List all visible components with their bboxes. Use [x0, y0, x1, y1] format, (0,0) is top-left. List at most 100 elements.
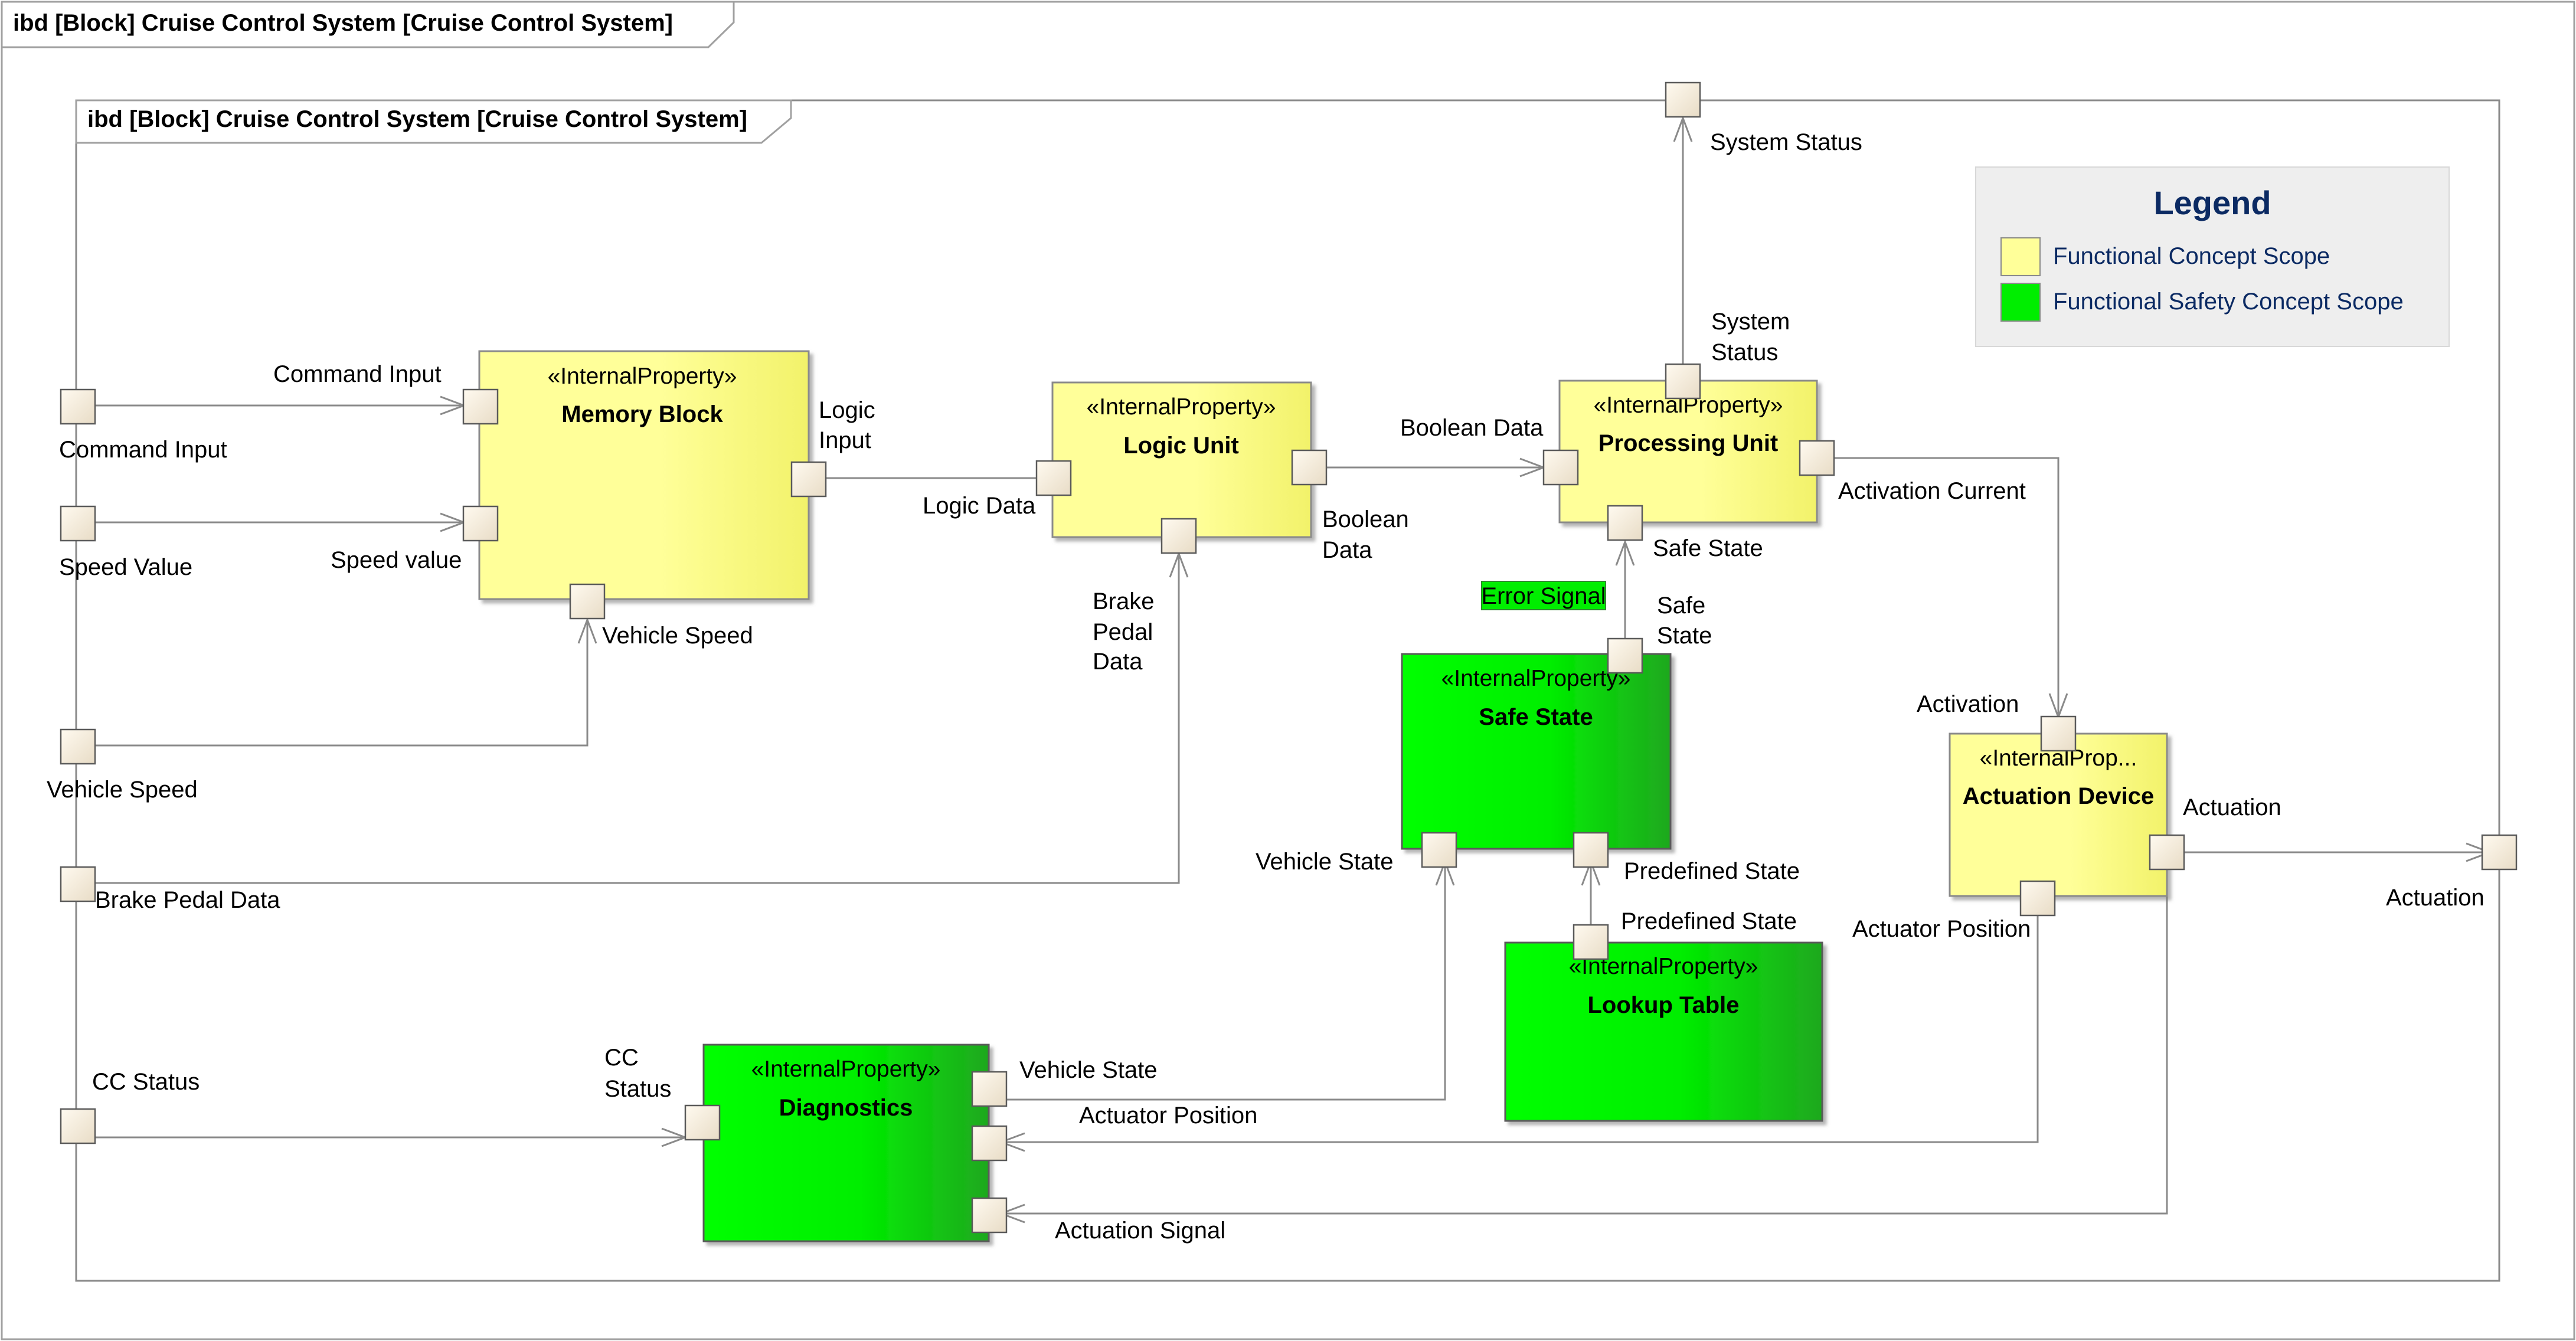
label-brake-pedal-data-in-2: Pedal: [1093, 619, 1153, 645]
block-name: Memory Block: [561, 401, 723, 427]
port-brake-pedal-data-boundary[interactable]: [60, 866, 96, 902]
label-command-input-ext: Command Input: [59, 437, 227, 463]
port-speed-value-boundary[interactable]: [60, 505, 96, 542]
label-safe-state-ss-2: State: [1657, 623, 1712, 649]
legend-item-functional: Functional Concept Scope: [2053, 243, 2330, 269]
label-actuation-signal-diag: Actuation Signal: [1055, 1218, 1225, 1244]
block-logic-unit[interactable]: «InternalProperty» Logic Unit: [1051, 381, 1312, 538]
port-actuation-actuator-position[interactable]: [2019, 880, 2056, 917]
label-brake-pedal-data-in-1: Brake: [1093, 588, 1155, 614]
inner-frame-title: ibd [Block] Cruise Control System [Cruis…: [87, 106, 747, 132]
label-speed-value-ext: Speed Value: [59, 554, 192, 580]
legend-swatch-functional: [2000, 237, 2041, 276]
port-vehicle-speed-boundary[interactable]: [60, 728, 96, 765]
port-processing-safe-state[interactable]: [1607, 505, 1643, 541]
port-diagnostics-cc-status[interactable]: [684, 1104, 721, 1141]
port-memory-command-input[interactable]: [462, 388, 499, 425]
connector-brake-pedal-data: [95, 554, 1180, 884]
block-stereotype: «InternalProperty»: [548, 364, 737, 389]
port-logic-logic-data[interactable]: [1035, 460, 1072, 496]
port-system-status-boundary[interactable]: [1665, 81, 1701, 118]
connector-actuator-position: [1001, 898, 2039, 1143]
block-actuation-device[interactable]: «InternalProp... Actuation Device: [1949, 732, 2168, 897]
port-actuation-boundary[interactable]: [2481, 834, 2518, 871]
label-system-status-in-1: System: [1711, 309, 1790, 335]
port-processing-activation-current[interactable]: [1799, 440, 1835, 476]
block-memory-block[interactable]: «InternalProperty» Memory Block: [478, 350, 810, 600]
label-activation-current: Activation Current: [1838, 478, 2026, 504]
label-cc-status-in-1: CC: [604, 1045, 639, 1071]
label-speed-value-in: Speed value: [331, 547, 462, 573]
port-logic-boolean-data[interactable]: [1291, 449, 1328, 486]
label-brake-pedal-data-ext: Brake Pedal Data: [95, 887, 280, 913]
port-diagnostics-actuator-position[interactable]: [971, 1125, 1008, 1162]
port-labels: Command Input Command Input Speed Value …: [47, 129, 2485, 1244]
label-safe-state-pu: Safe State: [1653, 535, 1763, 561]
connectors: [95, 115, 2493, 1224]
label-cc-status-ext: CC Status: [92, 1069, 200, 1095]
legend: Legend Functional Concept Scope Function…: [1975, 166, 2450, 347]
port-cc-status-boundary[interactable]: [60, 1108, 96, 1144]
label-system-status-ext: System Status: [1710, 129, 1862, 155]
block-stereotype: «InternalProperty»: [1087, 394, 1276, 420]
label-cc-status-in-2: Status: [604, 1076, 671, 1102]
block-name: Processing Unit: [1598, 430, 1779, 456]
port-processing-system-status[interactable]: [1665, 363, 1701, 400]
label-boolean-data-in: Boolean Data: [1400, 415, 1544, 441]
label-actuation-out: Actuation: [2183, 794, 2281, 820]
port-safestate-safe-state[interactable]: [1607, 637, 1643, 674]
block-name: Logic Unit: [1123, 433, 1239, 459]
label-vehicle-state-diag: Vehicle State: [1019, 1057, 1158, 1083]
block-safe-state[interactable]: «InternalProperty» Safe State: [1401, 653, 1672, 850]
port-actuation-actuation[interactable]: [2149, 834, 2185, 871]
label-activation: Activation: [1917, 691, 2019, 717]
port-processing-boolean-data[interactable]: [1542, 449, 1579, 486]
label-vehicle-state-ss: Vehicle State: [1256, 849, 1394, 875]
connector-activation-current: [1829, 457, 2060, 717]
port-memory-logic-input[interactable]: [790, 461, 827, 498]
error-signal-badge: Error Signal: [1481, 581, 1606, 610]
label-system-status-in-2: Status: [1711, 339, 1778, 365]
legend-item-safety: Functional Safety Concept Scope: [2053, 289, 2404, 315]
connector-actuation-signal: [1001, 863, 2168, 1215]
block-name: Lookup Table: [1587, 992, 1739, 1018]
port-actuation-activation[interactable]: [2040, 715, 2077, 752]
block-name: Actuation Device: [1963, 783, 2155, 809]
port-memory-speed-value[interactable]: [462, 505, 499, 542]
label-actuator-position-diag: Actuator Position: [1079, 1103, 1257, 1129]
block-stereotype: «InternalProperty»: [1441, 666, 1631, 691]
label-logic-input-2: Input: [819, 427, 871, 453]
label-boolean-data-out-2: Data: [1322, 537, 1372, 563]
port-safestate-vehicle-state[interactable]: [1421, 832, 1457, 868]
port-safestate-predefined-state[interactable]: [1573, 832, 1609, 868]
label-actuation-ext: Actuation: [2386, 885, 2485, 911]
label-predefined-state-lt: Predefined State: [1621, 908, 1797, 934]
label-vehicle-speed-ext: Vehicle Speed: [47, 777, 198, 803]
error-signal-label: Error Signal: [1481, 583, 1606, 609]
block-stereotype: «InternalProperty»: [751, 1057, 941, 1082]
port-command-input-boundary[interactable]: [60, 388, 96, 425]
block-diagnostics[interactable]: «InternalProperty» Diagnostics: [702, 1044, 990, 1242]
label-actuator-position-out: Actuator Position: [1852, 916, 2031, 942]
port-logic-brake-pedal-data[interactable]: [1160, 518, 1197, 554]
outer-frame-title: ibd [Block] Cruise Control System [Cruis…: [13, 10, 673, 36]
label-brake-pedal-data-in-3: Data: [1093, 649, 1143, 675]
block-lookup-table[interactable]: «InternalProperty» Lookup Table: [1504, 941, 1823, 1122]
block-name: Safe State: [1479, 704, 1593, 730]
port-diagnostics-actuation-signal[interactable]: [971, 1197, 1008, 1234]
label-predefined-state-ss: Predefined State: [1624, 858, 1800, 884]
ports: [60, 81, 2518, 1234]
legend-swatch-safety: [2000, 283, 2041, 322]
port-diagnostics-vehicle-state[interactable]: [971, 1071, 1008, 1107]
label-logic-input-1: Logic: [819, 397, 875, 423]
port-memory-vehicle-speed[interactable]: [569, 583, 606, 620]
port-lookup-predefined-state[interactable]: [1573, 924, 1609, 960]
connector-vehicle-state: [1001, 862, 1446, 1101]
label-vehicle-speed-in: Vehicle Speed: [602, 623, 753, 649]
label-command-input-in: Command Input: [273, 361, 442, 387]
legend-title: Legend: [2153, 184, 2271, 221]
block-processing-unit[interactable]: «InternalProperty» Processing Unit: [1558, 380, 1818, 524]
block-name: Diagnostics: [779, 1095, 913, 1121]
label-logic-data: Logic Data: [923, 493, 1036, 519]
